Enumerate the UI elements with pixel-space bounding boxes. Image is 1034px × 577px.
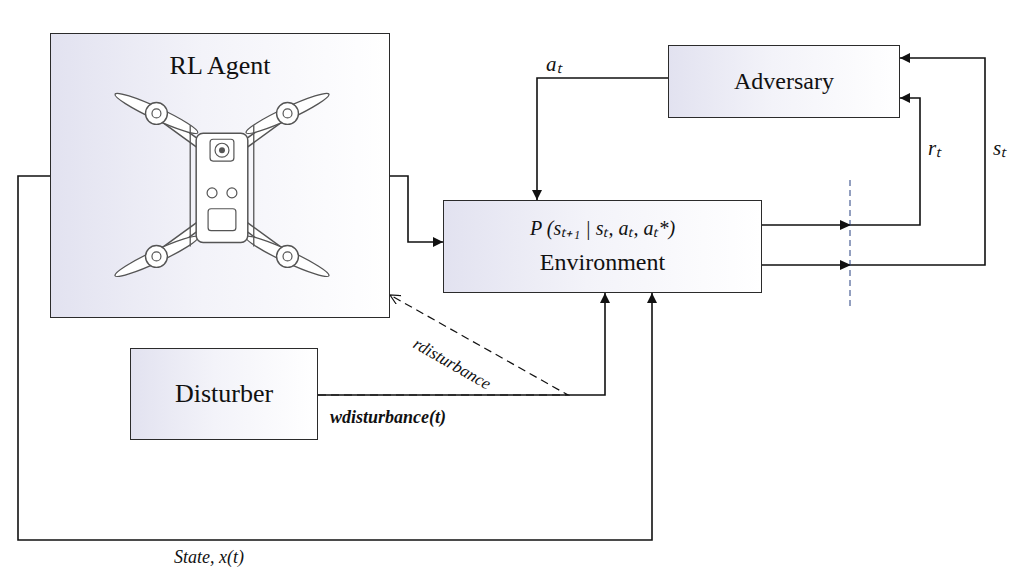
drone-arm	[244, 113, 288, 145]
agent-box: RL Agent	[50, 33, 390, 318]
motor-hub	[152, 252, 161, 261]
process-box: P (sₜ₊₁ | sₜ, aₜ, aₜ*) Environment	[443, 200, 762, 293]
drone-arm	[156, 113, 200, 145]
drone-body	[196, 133, 248, 242]
formula: P (sₜ₊₁ | sₜ, aₜ, aₜ*)	[530, 216, 675, 240]
node-title: Adversary	[734, 67, 834, 96]
process-box: Disturber	[130, 348, 318, 440]
node-title: Disturber	[175, 378, 273, 409]
drone-arm	[156, 225, 200, 257]
drone-arm	[244, 113, 288, 145]
process-box: Adversary	[668, 45, 900, 118]
node-title: Environment	[540, 248, 665, 277]
motor	[146, 103, 168, 125]
connector	[390, 176, 443, 242]
signal-label: sₜ	[991, 136, 1008, 160]
motor-hub	[283, 109, 292, 118]
propeller	[113, 89, 201, 138]
motor-hub	[283, 252, 292, 261]
signal-label: aₜ	[544, 52, 564, 76]
motor	[277, 103, 299, 125]
drone-arm	[156, 113, 200, 145]
camera-mount	[210, 139, 234, 161]
arrowhead	[840, 220, 851, 230]
signal-label: State, x(t)	[172, 547, 246, 568]
drone-sensor	[207, 188, 217, 198]
propeller	[244, 89, 332, 138]
drone-arm	[244, 225, 288, 257]
propeller	[244, 232, 332, 281]
battery	[208, 209, 236, 231]
drone-arm	[244, 225, 288, 257]
divider-line	[849, 180, 850, 306]
drone-sensor	[227, 188, 237, 198]
signal-label: rₜ	[926, 136, 943, 160]
camera-lens	[215, 143, 229, 157]
propeller	[113, 232, 201, 281]
signal-label: rdisturbance	[408, 333, 496, 395]
landing-rail	[253, 125, 254, 246]
arrowhead	[840, 260, 851, 270]
camera-lens	[219, 147, 225, 153]
node-title: RL Agent	[170, 50, 271, 81]
motor	[146, 246, 168, 268]
landing-rail	[190, 125, 191, 246]
drone-arm	[156, 225, 200, 257]
signal-label: wdisturbance(t)	[328, 407, 448, 428]
motor-hub	[152, 109, 161, 118]
motor	[277, 246, 299, 268]
connector	[537, 78, 668, 200]
